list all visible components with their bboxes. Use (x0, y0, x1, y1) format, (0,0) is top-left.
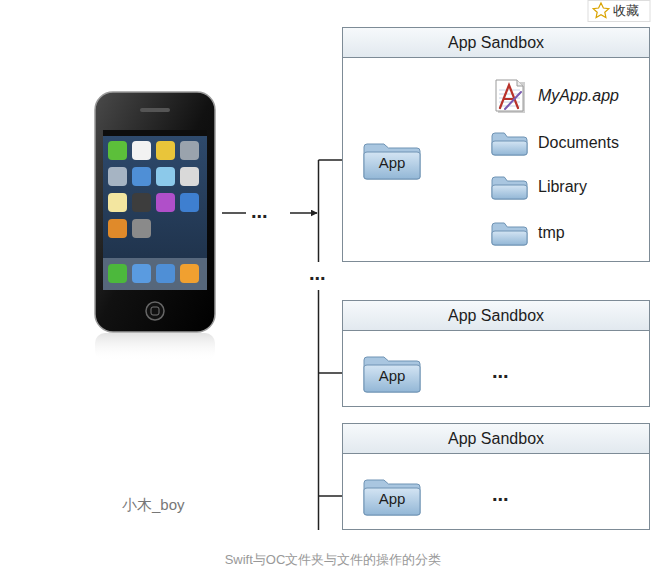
sandbox-title: App Sandbox (448, 307, 544, 325)
folder-item: tmp (491, 218, 565, 248)
icon-rule (499, 90, 520, 91)
folder-back (364, 357, 420, 392)
folder-front (492, 185, 527, 199)
item-label: tmp (538, 224, 565, 242)
folder-back (492, 177, 527, 199)
item-label: Library (538, 178, 587, 196)
bookmark-text: 收藏 (613, 3, 639, 19)
folder-icon (491, 173, 529, 201)
sandbox-title: App Sandbox (448, 430, 544, 448)
folder-front (492, 141, 527, 155)
app-bundle-icon (491, 78, 529, 114)
sandbox-header: App Sandbox (343, 28, 649, 58)
sandbox-box: App SandboxApp (342, 423, 650, 530)
folder-back (492, 133, 527, 155)
folder-item: Library (491, 172, 587, 202)
watermark: 小木_boy (122, 496, 185, 514)
folder-label: App (379, 150, 406, 171)
app-bundle-item: MyApp.app (491, 78, 619, 114)
icon-pen (505, 92, 521, 109)
folder-node: App (363, 476, 421, 516)
icon-fold (517, 80, 523, 86)
ellipsis: ... (492, 359, 509, 383)
folder-icon (491, 219, 529, 247)
folder-node: App (363, 140, 421, 180)
ellipsis: ... (251, 199, 268, 223)
folder-icon (491, 129, 529, 157)
bookmark-button (588, 1, 650, 22)
item-label: Documents (538, 134, 619, 152)
folder-back (364, 144, 420, 179)
folder-back (492, 223, 527, 245)
folder-node: App (363, 353, 421, 393)
phone-illustration (95, 92, 215, 361)
sandbox-header: App Sandbox (343, 301, 649, 331)
sandbox-box: App SandboxApp (342, 300, 650, 407)
icon-page (496, 80, 523, 111)
icon-rule (499, 94, 520, 95)
sandbox-box: App SandboxApp MyApp.appDocumentsLibrary t… (342, 27, 650, 262)
ellipsis: ... (492, 482, 509, 506)
item-label: MyApp.app (538, 87, 619, 105)
ellipsis: ... (309, 261, 326, 285)
sandbox-title: App Sandbox (448, 34, 544, 52)
folder-front (492, 231, 527, 245)
folder-label: App (379, 486, 406, 507)
figure-caption: Swift与OC文件夹与文件的操作的分类 (0, 551, 666, 569)
folder-item: Documents (491, 128, 619, 158)
sandbox-header: App Sandbox (343, 424, 649, 454)
folder-label: App (379, 363, 406, 384)
folder-back (364, 480, 420, 515)
